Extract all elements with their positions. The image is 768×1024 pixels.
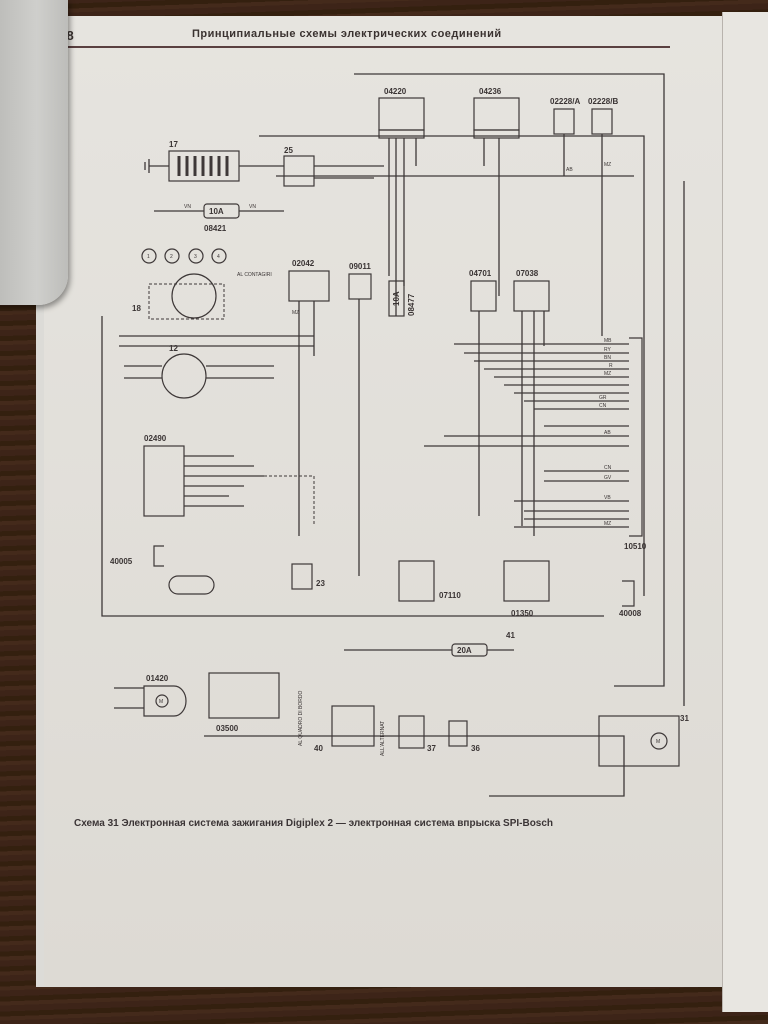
sensor-09011: 09011 — [348, 262, 372, 576]
wire-top-bus — [354, 73, 665, 687]
actuator-31-label: 31 — [680, 714, 689, 723]
relay-40: 40 AL QUADRO DI BORDO — [298, 691, 375, 753]
wire-code: AB — [566, 167, 573, 173]
fuse-41-rating: 20A — [457, 646, 472, 655]
ecu-10510-label: 10510 — [624, 542, 647, 551]
fuse-block-25: 25 — [283, 146, 384, 187]
lamp-3-label: 3 — [194, 254, 197, 260]
relay-04236-label: 04236 — [479, 87, 502, 96]
ecu-10510: 10510 MB RY BN R MZ GR CN AB CN GV VB MZ — [424, 337, 647, 551]
wire-bottom-bus — [204, 735, 625, 797]
wire-code: GR — [599, 395, 607, 401]
ignition-switch-label: 12 — [169, 344, 178, 353]
wire-code: MB — [604, 338, 612, 344]
fuse-08421: 10A 08421 VN VN — [154, 203, 284, 233]
wire-code: BN — [604, 355, 611, 361]
wiring-schematic: 17 25 10A 08421 VN VN 04220 04236 02228/… — [101, 73, 689, 797]
ignition-switch-12: 12 — [119, 335, 314, 399]
connector-40005-label: 40005 — [110, 557, 133, 566]
wire-code: MZ — [604, 371, 611, 377]
relay-37: 37 ALL'ALTERNAT — [380, 715, 436, 756]
sensor-09011-label: 09011 — [349, 262, 371, 271]
sensor-07038: 07038 — [513, 269, 550, 536]
coil-07110: 07110 — [398, 560, 461, 602]
al-quadro-label: AL QUADRO DI BORDO — [298, 691, 304, 746]
relay-37-label: 37 — [427, 744, 436, 753]
fuse-08421-rating: 10A — [209, 207, 224, 216]
module-02490: 02490 — [143, 434, 315, 526]
actuator-31: M 31 — [598, 714, 689, 767]
all-alternat-label: ALL'ALTERNAT — [380, 721, 386, 756]
wire-code: MZ — [604, 162, 611, 168]
page-header: 208 Принципиальные схемы электрических с… — [52, 28, 672, 48]
injector-02228-b: 02228/B MZ — [588, 97, 618, 336]
sensor-36: 36 — [448, 720, 480, 753]
relay-03500: 03500 — [208, 672, 280, 733]
instrument-18: 18 AL CONTAGIRI — [132, 272, 272, 320]
instrument-18-label: 18 — [132, 304, 141, 313]
fuse-08477-label: 08477 — [407, 293, 416, 316]
sensor-36-label: 36 — [471, 744, 480, 753]
actuator-m-glyph: M — [656, 739, 660, 745]
sensor-04701-label: 04701 — [469, 269, 492, 278]
grey-object-foreground — [0, 0, 68, 305]
wire-code: CN — [599, 403, 607, 409]
injector-02228-a: 02228/A AB — [550, 97, 580, 176]
sensor-02042: 02042 MZ — [288, 259, 330, 536]
al-contagiri-label: AL CONTAGIRI — [237, 272, 272, 278]
sensor-04701: 04701 — [469, 269, 497, 516]
fuse-block-25-label: 25 — [284, 146, 293, 155]
wire-code: AB — [604, 430, 611, 436]
lamp-4-label: 4 — [217, 254, 220, 260]
facing-page-edge — [722, 12, 768, 1012]
fuse-08477: 10A 08477 — [388, 280, 416, 317]
pump-01350-label: 01350 — [511, 609, 534, 618]
wire-code: CN — [604, 465, 612, 471]
fuse-41: 20A 41 — [344, 631, 515, 657]
fuse-08477-rating: 10A — [392, 291, 401, 306]
connector-40005: 40005 — [110, 545, 215, 595]
motor-m-glyph: M — [159, 699, 163, 705]
wire-code: RY — [604, 347, 612, 353]
wire-code: VB — [604, 495, 611, 501]
lamps: 1 2 3 4 — [141, 248, 227, 264]
running-title: Принципиальные схемы электрических соеди… — [192, 28, 502, 40]
wire-code: GV — [604, 475, 612, 481]
wire-mid-bus-1 — [259, 135, 645, 596]
wire-code: VN — [184, 204, 191, 210]
relay-04236: 04236 — [473, 87, 520, 296]
motor-01420-label: 01420 — [146, 674, 169, 683]
coil-23: 23 — [291, 563, 325, 590]
header-rule — [52, 46, 670, 48]
injector-a-label: 02228/A — [550, 97, 580, 106]
module-02490-label: 02490 — [144, 434, 167, 443]
motor-01420: M 01420 — [114, 674, 187, 717]
relay-04220-label: 04220 — [384, 87, 407, 96]
sensor-07038-label: 07038 — [516, 269, 539, 278]
wire-left-bus — [101, 316, 604, 617]
coil-23-label: 23 — [316, 579, 325, 588]
coil-07110-label: 07110 — [439, 591, 461, 600]
figure-caption: Схема 31 Электронная система зажигания D… — [74, 818, 554, 829]
wire-code: R — [609, 363, 613, 369]
lamp-1-label: 1 — [147, 254, 150, 260]
fuse-41-label: 41 — [506, 631, 515, 640]
injector-b-label: 02228/B — [588, 97, 618, 106]
relay-03500-label: 03500 — [216, 724, 239, 733]
wire-code: MZ — [604, 521, 611, 527]
fuse-08421-label: 08421 — [204, 224, 227, 233]
pump-01350: 01350 — [503, 560, 550, 618]
relay-04220: 04220 — [378, 87, 425, 316]
sensor-02042-label: 02042 — [292, 259, 315, 268]
battery-17: 17 — [144, 140, 284, 182]
lamp-2-label: 2 — [170, 254, 173, 260]
wire-code: VN — [249, 204, 256, 210]
connector-40008-label: 40008 — [619, 609, 642, 618]
battery-label: 17 — [169, 140, 178, 149]
connector-40008: 40008 — [619, 580, 642, 618]
wire-code: MZ — [292, 310, 299, 316]
relay-40-label: 40 — [314, 744, 323, 753]
ground-icon — [144, 159, 150, 173]
